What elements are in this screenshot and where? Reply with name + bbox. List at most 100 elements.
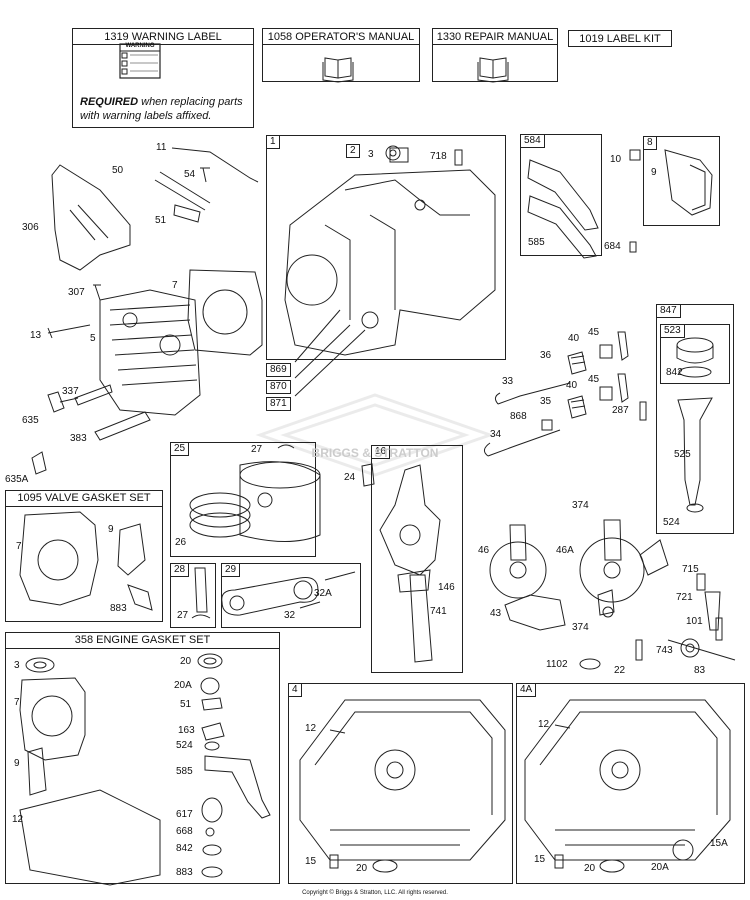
callout-26: 26 bbox=[175, 537, 187, 548]
callout-46: 46 bbox=[478, 545, 490, 556]
sump-4a-callout-12: 12 bbox=[538, 719, 550, 730]
group-tag-2: 2 bbox=[346, 144, 360, 158]
callout-374-upper: 374 bbox=[572, 500, 589, 511]
warning-sticker-title: WARNING bbox=[125, 43, 155, 49]
callout-45-lower: 45 bbox=[588, 374, 600, 385]
callout-27: 27 bbox=[251, 444, 263, 455]
callout-54: 54 bbox=[184, 169, 196, 180]
callout-27-pin: 27 bbox=[177, 610, 189, 621]
sump-4a-callout-15a: 15A bbox=[710, 838, 728, 849]
engine-set-callout-20a: 20A bbox=[174, 680, 192, 691]
callout-33: 33 bbox=[502, 376, 514, 387]
callout-684: 684 bbox=[604, 241, 621, 252]
callout-635a: 635A bbox=[5, 474, 29, 485]
engine-set-callout-883: 883 bbox=[176, 867, 193, 878]
callout-43: 43 bbox=[490, 608, 502, 619]
group-tag-847: 847 bbox=[656, 304, 681, 318]
required-text: when replacing parts bbox=[138, 96, 243, 108]
callout-32: 32 bbox=[284, 610, 296, 621]
engine-set-callout-3: 3 bbox=[14, 660, 20, 671]
callout-715: 715 bbox=[682, 564, 699, 575]
callout-101: 101 bbox=[686, 616, 703, 627]
callout-524: 524 bbox=[663, 517, 680, 528]
valve-set-callout-9: 9 bbox=[108, 524, 114, 535]
operators-manual-header: 1058 OPERATOR'S MANUAL bbox=[262, 28, 420, 45]
engine-gasket-set-header: 358 ENGINE GASKET SET bbox=[5, 632, 280, 649]
callout-307: 307 bbox=[68, 287, 85, 298]
callout-306: 306 bbox=[22, 222, 39, 233]
group-box-28 bbox=[170, 563, 216, 628]
group-box-29 bbox=[221, 563, 361, 628]
operators-manual-panel bbox=[262, 44, 420, 82]
callout-337: 337 bbox=[62, 386, 79, 397]
valve-gasket-set-header: 1095 VALVE GASKET SET bbox=[5, 490, 163, 507]
callout-146: 146 bbox=[438, 582, 455, 593]
engine-set-callout-668: 668 bbox=[176, 826, 193, 837]
shield-306 bbox=[51, 164, 131, 271]
gear-shaft-743 bbox=[667, 639, 736, 661]
group-tag-25: 25 bbox=[170, 442, 190, 456]
group-tag-4: 4 bbox=[288, 683, 302, 697]
callout-13: 13 bbox=[30, 330, 42, 341]
group-box-847 bbox=[656, 304, 734, 534]
callout-383: 383 bbox=[70, 433, 87, 444]
callout-40-upper: 40 bbox=[568, 333, 580, 344]
group-tag-1: 1 bbox=[266, 135, 280, 149]
sump-4-callout-12: 12 bbox=[305, 723, 317, 734]
callout-525: 525 bbox=[674, 449, 691, 460]
engine-set-callout-7: 7 bbox=[14, 697, 20, 708]
group-box-4 bbox=[288, 683, 513, 884]
valve-set-callout-883: 883 bbox=[110, 603, 127, 614]
callout-635: 635 bbox=[22, 415, 39, 426]
engine-set-callout-20: 20 bbox=[180, 656, 192, 667]
valve-set-callout-7: 7 bbox=[16, 541, 22, 552]
group-tag-4a: 4A bbox=[516, 683, 537, 697]
callout-3: 3 bbox=[368, 149, 374, 160]
group-box-523 bbox=[660, 324, 730, 384]
callout-51: 51 bbox=[155, 215, 167, 226]
group-tag-29: 29 bbox=[221, 563, 241, 577]
dipstick-tube-50 bbox=[154, 171, 211, 211]
callout-34: 34 bbox=[490, 429, 502, 440]
group-box-16 bbox=[371, 445, 463, 673]
copyright-notice: Copyright © Briggs & Stratton, LLC. All … bbox=[302, 890, 448, 896]
callout-287: 287 bbox=[612, 405, 629, 416]
camshaft-46 bbox=[489, 524, 547, 599]
engine-set-callout-585: 585 bbox=[176, 766, 193, 777]
engine-set-callout-51: 51 bbox=[180, 699, 192, 710]
required-bold: REQUIRED bbox=[80, 96, 139, 108]
group-box-25 bbox=[170, 442, 316, 557]
required-text-2: with warning labels affixed. bbox=[80, 110, 212, 122]
callout-35: 35 bbox=[540, 396, 552, 407]
group-tag-16: 16 bbox=[371, 445, 391, 459]
callout-374-lower: 374 bbox=[572, 622, 589, 633]
warning-required-text: REQUIRED when replacing parts with warni… bbox=[80, 95, 255, 123]
callout-40-lower: 40 bbox=[566, 380, 578, 391]
group-tag-28: 28 bbox=[170, 563, 190, 577]
engine-set-callout-842: 842 bbox=[176, 843, 193, 854]
callout-7: 7 bbox=[172, 280, 178, 291]
sump-4a-callout-20a: 20A bbox=[651, 862, 669, 873]
cylinder-head-5 bbox=[99, 289, 201, 416]
group-tag-584: 584 bbox=[520, 134, 545, 148]
engine-set-callout-9: 9 bbox=[14, 758, 20, 769]
watermark-text: BRIGGS & STRATTON bbox=[311, 446, 439, 460]
label-kit-header: 1019 LABEL KIT bbox=[568, 30, 672, 47]
callout-721: 721 bbox=[676, 592, 693, 603]
callout-871: 871 bbox=[266, 397, 291, 411]
callout-46a: 46A bbox=[556, 545, 574, 556]
callout-741: 741 bbox=[430, 606, 447, 617]
callout-718: 718 bbox=[430, 151, 447, 162]
group-box-4a bbox=[516, 683, 745, 884]
engine-gasket-set-panel bbox=[5, 632, 280, 884]
repair-manual-header: 1330 REPAIR MANUAL bbox=[432, 28, 558, 45]
callout-50: 50 bbox=[112, 165, 124, 176]
callout-9: 9 bbox=[651, 167, 657, 178]
engine-set-callout-12: 12 bbox=[12, 814, 24, 825]
warning-label-header: 1319 WARNING LABEL bbox=[72, 28, 254, 45]
engine-set-callout-617: 617 bbox=[176, 809, 193, 820]
callout-585: 585 bbox=[528, 237, 545, 248]
sump-4a-callout-15: 15 bbox=[534, 854, 546, 865]
group-tag-523: 523 bbox=[660, 324, 685, 338]
engine-set-callout-524: 524 bbox=[176, 740, 193, 751]
